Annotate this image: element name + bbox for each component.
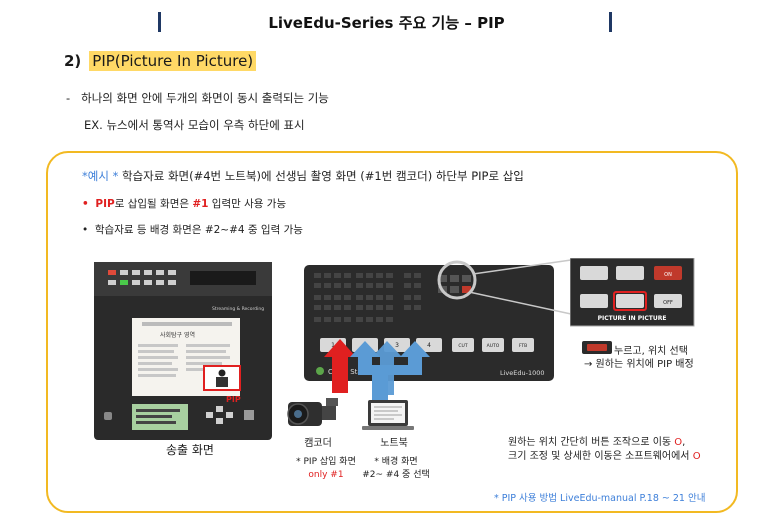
desc-line-2: EX. 뉴스에서 통역사 모습이 우측 하단에 표시 — [84, 118, 305, 132]
page-title: LiveEdu-Series 주요 기능 – PIP — [268, 14, 505, 32]
example-text: 학습자료 화면(#4번 노트북)에 선생님 촬영 화면 (#1번 캠코더) 하단… — [121, 169, 524, 183]
example-tag: *예시 * — [82, 169, 119, 183]
example-frame — [46, 151, 738, 513]
press-note-2: → 원하는 위치에 PIP 배정 — [584, 359, 694, 370]
switcher-btn-3: 3 — [395, 342, 399, 349]
adjust-mark-2: O — [692, 451, 701, 462]
notebook-name: 노트북 — [380, 438, 408, 449]
section-name: PIP(Picture In Picture) — [89, 51, 257, 71]
switcher-brand: Cloud Stack — [328, 368, 371, 376]
camcorder-arrow — [324, 339, 356, 393]
section-number: 2) — [64, 52, 82, 70]
notebook-desc: * 배경 화면 — [374, 457, 418, 467]
adjust-line-1: 원하는 위치 간단히 버튼 조작으로 이동 O, — [508, 437, 686, 448]
zoom-label: PICTURE IN PICTURE — [598, 315, 667, 322]
bullet-1-mid: 로 삽입될 화면은 — [114, 198, 193, 210]
zoom-on: ON — [664, 272, 672, 278]
camcorder-name: 캠코더 — [304, 438, 332, 449]
bullet-2-text: 학습자료 등 배경 화면은 #2~#4 중 입력 가능 — [94, 224, 303, 236]
section-heading: 2) PIP(Picture In Picture) — [64, 51, 257, 71]
streaming-device: Streaming & Recording 사회탐구 영역 PIP — [94, 262, 272, 440]
press-button-icon — [582, 341, 612, 354]
camcorder-desc: * PIP 삽입 화면 — [296, 457, 356, 467]
bullet-1-end: 입력만 사용 가능 — [208, 198, 287, 210]
signal-arrows — [324, 339, 430, 401]
device-caption: 송출 화면 — [166, 443, 214, 457]
magnifier — [437, 259, 572, 315]
bullet-1-pip: PIP — [95, 198, 115, 210]
pip-label: PIP — [226, 395, 241, 404]
switcher-btn-4: 4 — [427, 342, 431, 349]
svg-text:사회탐구 영역: 사회탐구 영역 — [160, 331, 195, 339]
press-note-1: 누르고, 위치 선택 — [614, 346, 688, 357]
bullet-1-num: #1 — [192, 198, 209, 210]
pip-zoom-inset: ON OFF PICTURE IN PICTURE — [570, 258, 695, 327]
switcher-btn-ftb: FTB — [519, 343, 527, 349]
camcorder-icon — [287, 398, 338, 426]
adjust-mark-1: O — [674, 437, 683, 448]
switcher-btn-auto: AUTO — [487, 343, 500, 349]
switcher-model: LiveEdu-1000 — [500, 369, 545, 377]
switcher-btn-1: 1 — [331, 342, 335, 349]
notebook-icon — [362, 400, 414, 430]
device-top-label: Streaming & Recording — [212, 306, 264, 312]
title-divider-left — [158, 12, 161, 32]
bullet-1: • PIP로 삽입될 화면은 #1 입력만 사용 가능 — [82, 198, 287, 210]
bullet-2: • 학습자료 등 배경 화면은 #2~#4 중 입력 가능 — [82, 224, 303, 236]
manual-note: * PIP 사용 방법 LiveEdu-manual P.18 ~ 21 안내 — [494, 493, 706, 504]
camcorder-only: only #1 — [308, 470, 344, 480]
example-line: *예시 * 학습자료 화면(#4번 노트북)에 선생님 촬영 화면 (#1번 캠… — [82, 168, 524, 184]
notebook-inputs: #2~ #4 중 선택 — [362, 470, 430, 480]
desc-line-1-text: 하나의 화면 안에 두개의 화면이 동시 출력되는 기능 — [81, 91, 329, 105]
zoom-off: OFF — [663, 300, 673, 306]
title-divider-right — [609, 12, 612, 32]
adjust-line-2-text: 크기 조정 및 상세한 이동은 소프트웨어에서 — [508, 451, 693, 462]
desc-line-1: - 하나의 화면 안에 두개의 화면이 동시 출력되는 기능 — [66, 91, 329, 105]
switcher-btn-cut: CUT — [458, 343, 467, 349]
adjust-line-1-text: 원하는 위치 간단히 버튼 조작으로 이동 — [508, 437, 675, 448]
adjust-line-2: 크기 조정 및 상세한 이동은 소프트웨어에서 O — [508, 447, 701, 462]
